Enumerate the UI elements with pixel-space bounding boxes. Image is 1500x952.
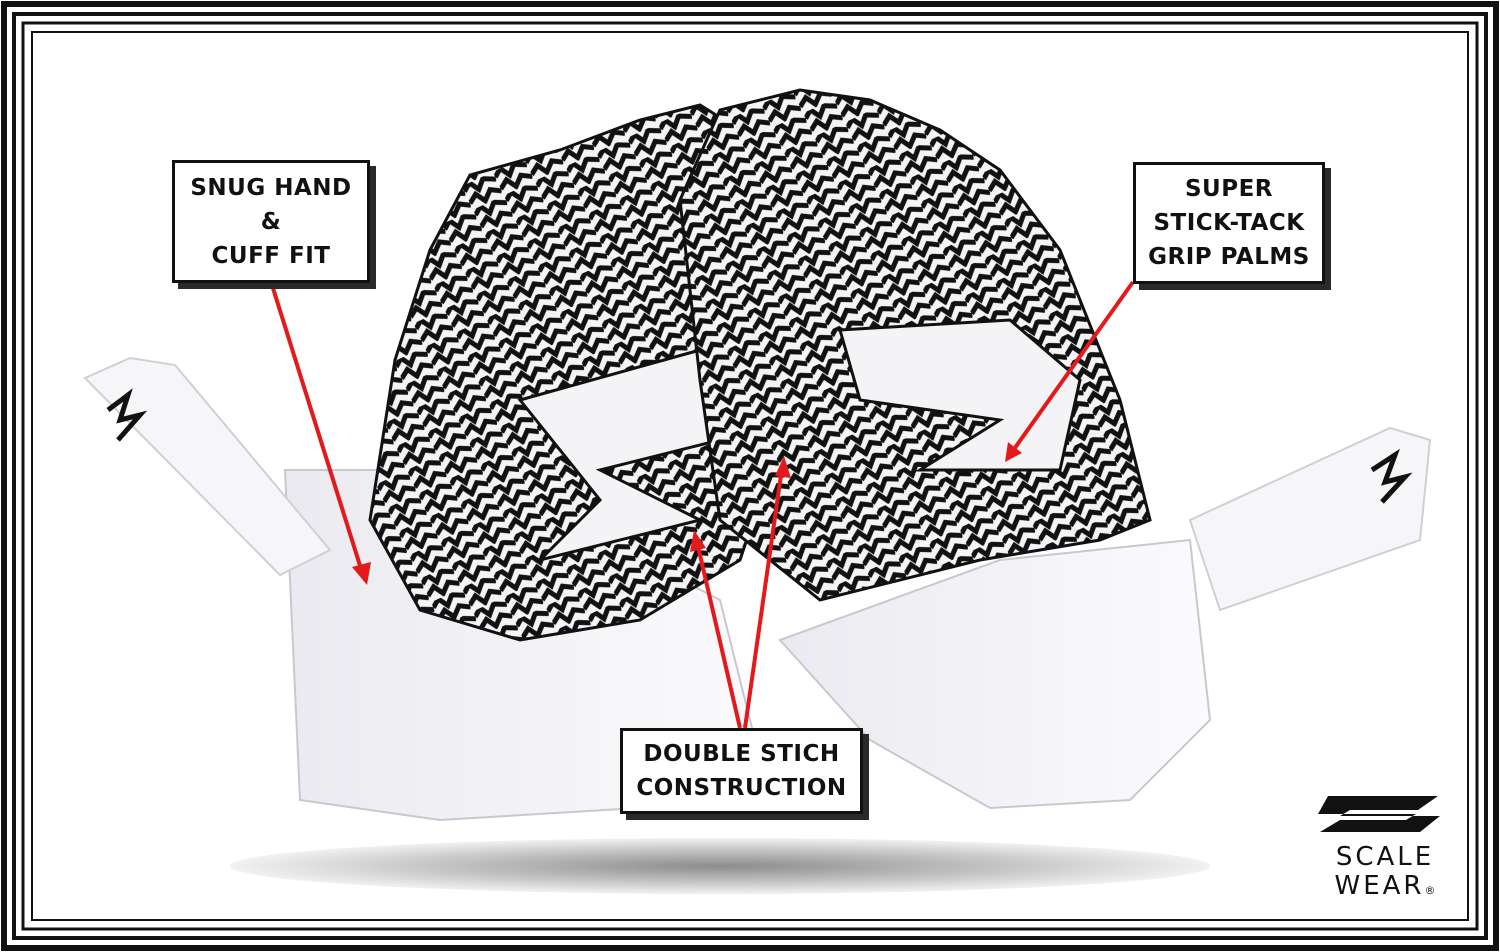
pointer-arrows [270,280,1135,729]
left-glove-strap [83,356,332,577]
callout-double-stitch: DOUBLE STICH CONSTRUCTION [620,728,863,814]
right-glove-stripe [838,318,1082,472]
callout-snug-line3: CUFF FIT [211,242,331,269]
right-glove [678,88,1432,810]
callout-snug-fit: SNUG HAND & CUFF FIT [172,160,370,283]
callout-grip-line3: GRIP PALMS [1148,244,1310,270]
callout-grip-line2: STICK-TACK [1153,210,1305,236]
callout-grip-palms: SUPER STICK-TACK GRIP PALMS [1133,162,1325,284]
callout-stitch-line2: CONSTRUCTION [636,775,847,801]
right-strap-logo [1370,448,1413,504]
arrow-stitch-right [743,467,784,729]
callout-grip-line1: SUPER [1184,176,1274,202]
callout-snug-line1: SNUG HAND [190,174,352,201]
scale-wear-s-logo-icon [1318,796,1440,832]
registered-mark: ® [1424,884,1436,897]
right-glove-strap [1188,426,1432,612]
left-strap-logo [106,388,148,442]
brand-word-wear: WEAR® [1310,872,1460,905]
callout-stitch-line1: DOUBLE STICH [643,741,840,767]
arrow-stitch-left [695,541,742,729]
right-glove-cuff [778,538,1212,810]
arrow-grip [1010,280,1135,454]
left-glove [83,103,782,822]
brand-word-wear-text: WEAR [1334,871,1425,901]
callout-snug-line2: & [260,208,282,235]
ground-shadow [230,838,1210,894]
brand-word-scale: SCALE [1335,842,1435,872]
brand-logo: SCALE WEAR® [1310,788,1460,918]
arrow-snug [270,284,364,573]
